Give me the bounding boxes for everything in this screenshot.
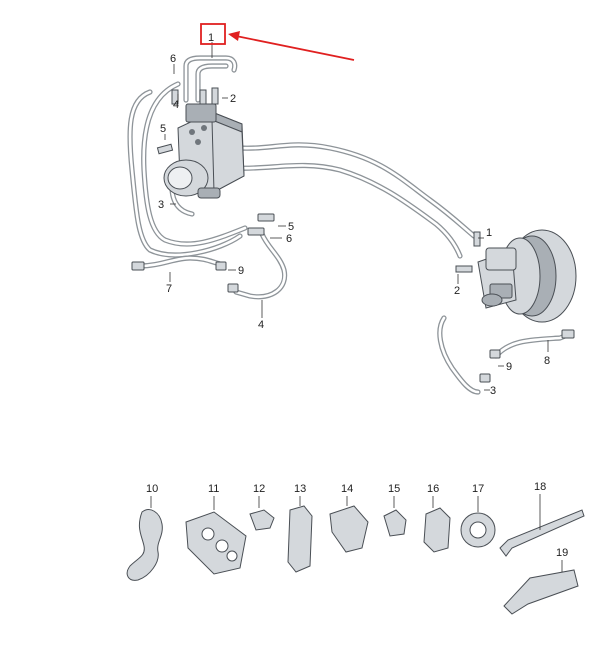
part-label-10[interactable]: 10	[146, 483, 158, 495]
clip-10	[126, 509, 163, 581]
highlight-box	[200, 23, 226, 45]
arrow-head-icon	[228, 31, 240, 41]
highlight-marker	[200, 23, 355, 61]
clip-parts	[126, 505, 585, 615]
callout-2[interactable]: 2	[230, 93, 236, 105]
callout-4-top[interactable]: 4	[173, 99, 179, 111]
callout-2-right[interactable]: 2	[454, 285, 460, 297]
callout-1-right[interactable]: 1	[486, 227, 492, 239]
callout-1[interactable]: 1	[208, 32, 214, 44]
brake-pipes	[127, 55, 573, 395]
highlight-arrow	[235, 35, 355, 61]
callout-6[interactable]: 6	[286, 233, 292, 245]
clip-12	[249, 509, 275, 531]
clip-16	[423, 507, 451, 553]
callout-6-top[interactable]: 6	[170, 53, 176, 65]
part-label-18[interactable]: 18	[534, 481, 546, 493]
callout-7[interactable]: 7	[166, 283, 172, 295]
callout-5-top[interactable]: 5	[160, 123, 166, 135]
brake-booster	[455, 229, 577, 323]
part-label-11[interactable]: 11	[208, 483, 219, 495]
part-label-16[interactable]: 16	[427, 483, 439, 495]
cable-tie-18	[499, 509, 585, 557]
callout-4[interactable]: 4	[258, 319, 264, 331]
part-label-15[interactable]: 15	[388, 483, 400, 495]
clip-13	[287, 505, 313, 573]
part-label-19[interactable]: 19	[556, 547, 568, 559]
holder-19	[503, 569, 579, 615]
callout-3[interactable]: 3	[158, 199, 164, 211]
callout-9-right[interactable]: 9	[506, 361, 512, 373]
fittings	[131, 213, 575, 383]
clip-11	[185, 511, 247, 575]
callout-leaders	[164, 42, 549, 391]
callout-5[interactable]: 5	[288, 221, 294, 233]
part-label-12[interactable]: 12	[253, 483, 265, 495]
clip-15	[383, 509, 407, 537]
abs-hydraulic-unit	[156, 87, 245, 199]
callout-3-right[interactable]: 3	[490, 385, 496, 397]
part-label-13[interactable]: 13	[294, 483, 306, 495]
callout-labels: 1 2 3 4 5 6 5 6 9 7 4 1 2 9 8 3	[158, 32, 550, 397]
clip-labels: 10 11 12 13 14 15 16 17 18 19	[146, 481, 568, 572]
part-label-17[interactable]: 17	[472, 483, 484, 495]
part-label-14[interactable]: 14	[341, 483, 353, 495]
callout-8[interactable]: 8	[544, 355, 550, 367]
callout-9[interactable]: 9	[238, 265, 244, 277]
clip-14	[329, 505, 369, 553]
